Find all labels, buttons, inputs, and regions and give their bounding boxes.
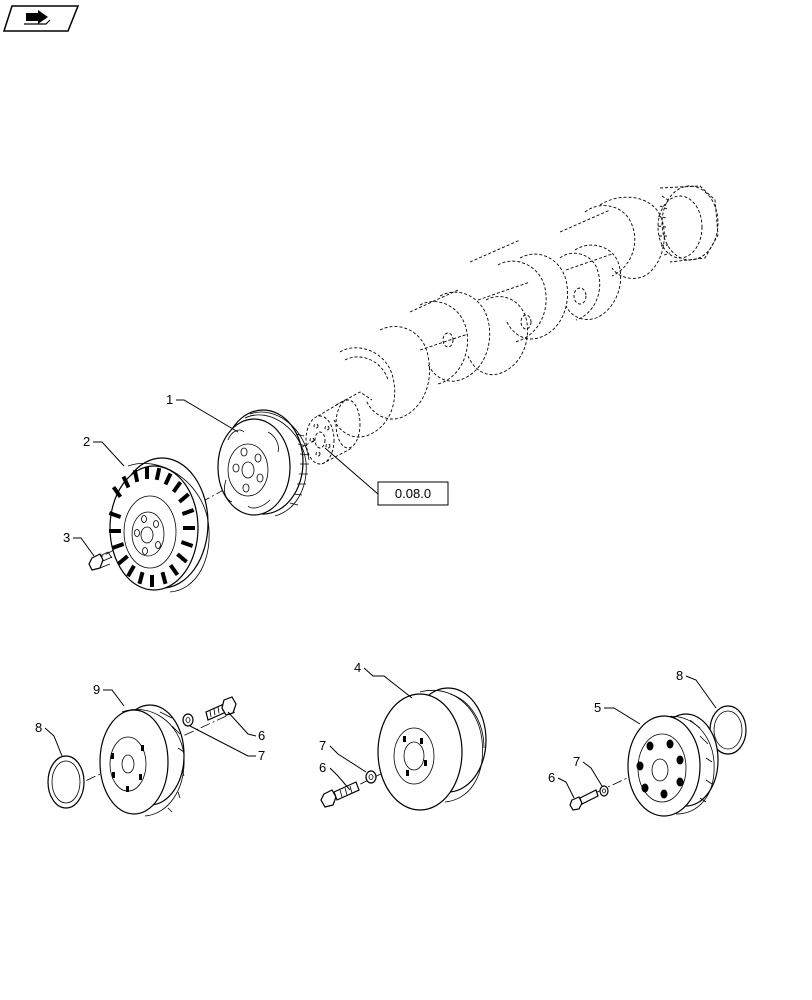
- pulley-part-5: [627, 713, 719, 817]
- callout-3: 3: [63, 530, 70, 545]
- pulley-part-4: [377, 687, 487, 811]
- callout-leaders: [44, 399, 717, 799]
- damper-part-2: [108, 457, 210, 593]
- bolt-part-3: [88, 551, 113, 571]
- reference-label: 0.08.0: [395, 486, 431, 501]
- callout-4: 4: [354, 660, 361, 675]
- seal-ring-part-8-left: [47, 755, 85, 809]
- callout-6-left: 6: [258, 728, 265, 743]
- pulley-part-9: [99, 704, 185, 817]
- callout-8-left: 8: [35, 720, 42, 735]
- callout-7-left: 7: [258, 748, 265, 763]
- bolt-part-6-right: [569, 789, 599, 811]
- bolt-part-6-left: [205, 696, 237, 721]
- callout-7-right: 7: [573, 754, 580, 769]
- callout-8-right: 8: [676, 668, 683, 683]
- book-arrow-icon[interactable]: [2, 5, 80, 32]
- washer-part-7-right: [599, 785, 609, 797]
- crankshaft-reference: [305, 185, 719, 465]
- reference-leader: [324, 447, 379, 495]
- callout-6-right: 6: [548, 770, 555, 785]
- washer-part-7-left: [182, 713, 194, 727]
- callout-7-middle: 7: [319, 738, 326, 753]
- callout-6-middle: 6: [319, 760, 326, 775]
- callout-1: 1: [166, 392, 173, 407]
- callout-2: 2: [83, 434, 90, 449]
- callout-5: 5: [594, 700, 601, 715]
- callout-9: 9: [93, 682, 100, 697]
- pulley-hub-part-1: [217, 409, 310, 517]
- seal-ring-part-8-right: [709, 705, 747, 755]
- bolt-part-6-middle: [320, 781, 360, 808]
- reference-box[interactable]: 0.08.0: [377, 481, 449, 506]
- washer-part-7-middle: [365, 770, 377, 784]
